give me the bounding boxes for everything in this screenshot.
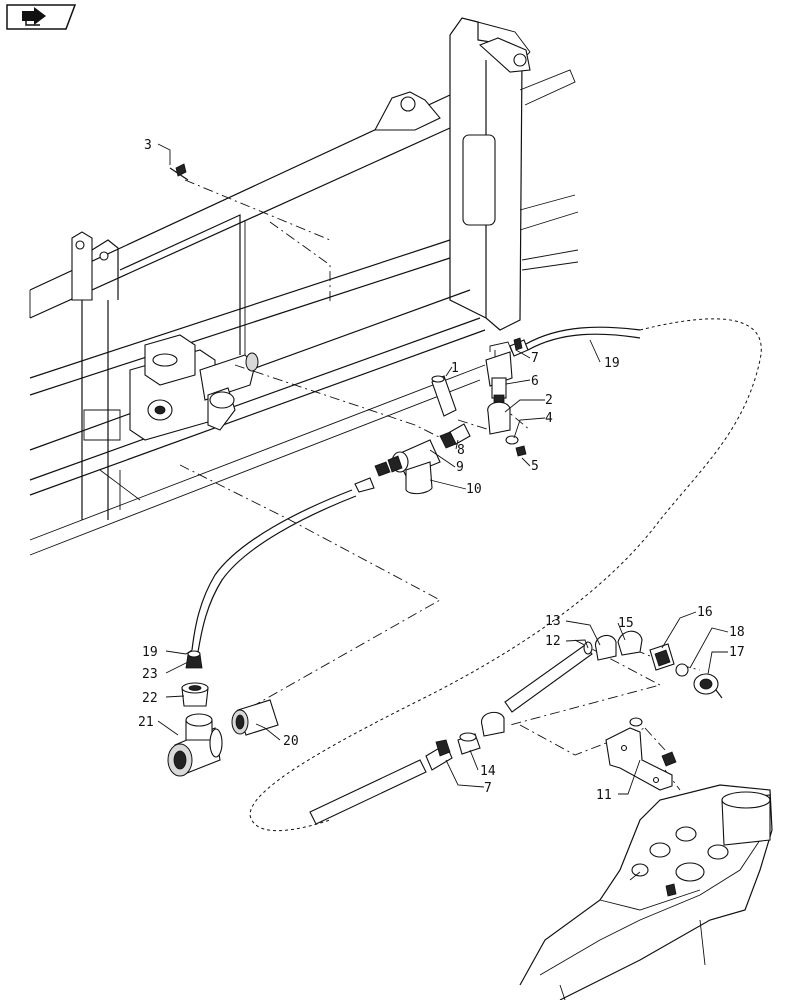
cap-18 — [675, 663, 689, 677]
callout-1: 1 — [451, 361, 459, 376]
callout-5: 5 — [531, 459, 539, 474]
clip-2 — [487, 401, 511, 435]
boom-foot — [519, 784, 773, 1000]
fitting-8 — [439, 423, 471, 449]
callout-15: 15 — [618, 616, 634, 631]
assembly-lines — [179, 179, 701, 791]
bracket-11 — [605, 717, 677, 791]
callout-4: 4 — [545, 411, 553, 426]
fitting-7-bottom — [425, 739, 453, 771]
callout-22: 22 — [142, 691, 158, 706]
boom-frame — [29, 17, 579, 556]
spacer-1 — [431, 375, 457, 417]
washer-4 — [505, 435, 519, 445]
callout-6: 6 — [531, 374, 539, 389]
bolt-3 — [169, 163, 189, 181]
callout-19-top: 19 — [604, 356, 620, 371]
callout-23: 23 — [142, 667, 158, 682]
callout-2: 2 — [545, 393, 553, 408]
callout-7-bottom: 7 — [484, 781, 492, 796]
valve-assembly — [129, 334, 259, 441]
nozzle-17 — [693, 673, 723, 699]
nut-5 — [515, 445, 527, 457]
leader-lines — [157, 143, 729, 795]
callout-20: 20 — [283, 734, 299, 749]
clamp-13 — [594, 634, 617, 661]
fitting-left-of-filter — [354, 461, 391, 493]
next-page-arrow-icon — [22, 7, 46, 26]
callout-19-left: 19 — [142, 645, 158, 660]
clamp-lower — [481, 711, 505, 737]
callout-18: 18 — [729, 625, 745, 640]
callout-9: 9 — [456, 460, 464, 475]
hose-19-top — [525, 326, 641, 351]
callout-12: 12 — [545, 634, 561, 649]
hose-bottom — [309, 759, 427, 825]
next-page-button[interactable] — [6, 4, 76, 30]
rod-12 — [504, 641, 593, 713]
callouts: 3 1 7 19 6 2 4 8 5 9 10 16 13 15 18 12 1… — [138, 138, 745, 803]
coupler-20 — [231, 699, 279, 736]
callout-7-top: 7 — [531, 351, 539, 366]
spacer-14 — [457, 732, 481, 755]
callout-16: 16 — [697, 605, 713, 620]
callout-21: 21 — [138, 715, 154, 730]
fitting-23 — [185, 650, 203, 669]
elbow-15 — [617, 630, 643, 656]
callout-17: 17 — [729, 645, 745, 660]
tee-21 — [167, 713, 223, 777]
fitting-7-top — [509, 337, 529, 357]
callout-8: 8 — [457, 443, 465, 458]
callout-13: 13 — [545, 614, 561, 629]
callout-14: 14 — [480, 764, 496, 779]
nozzle-body-6 — [485, 341, 513, 405]
callout-11: 11 — [596, 788, 612, 803]
filter-10 — [387, 439, 441, 495]
callout-3: 3 — [144, 138, 152, 153]
reducer-22 — [181, 682, 209, 707]
hose-19-left — [191, 489, 357, 653]
swivel-16 — [649, 643, 675, 671]
callout-10: 10 — [466, 482, 482, 497]
